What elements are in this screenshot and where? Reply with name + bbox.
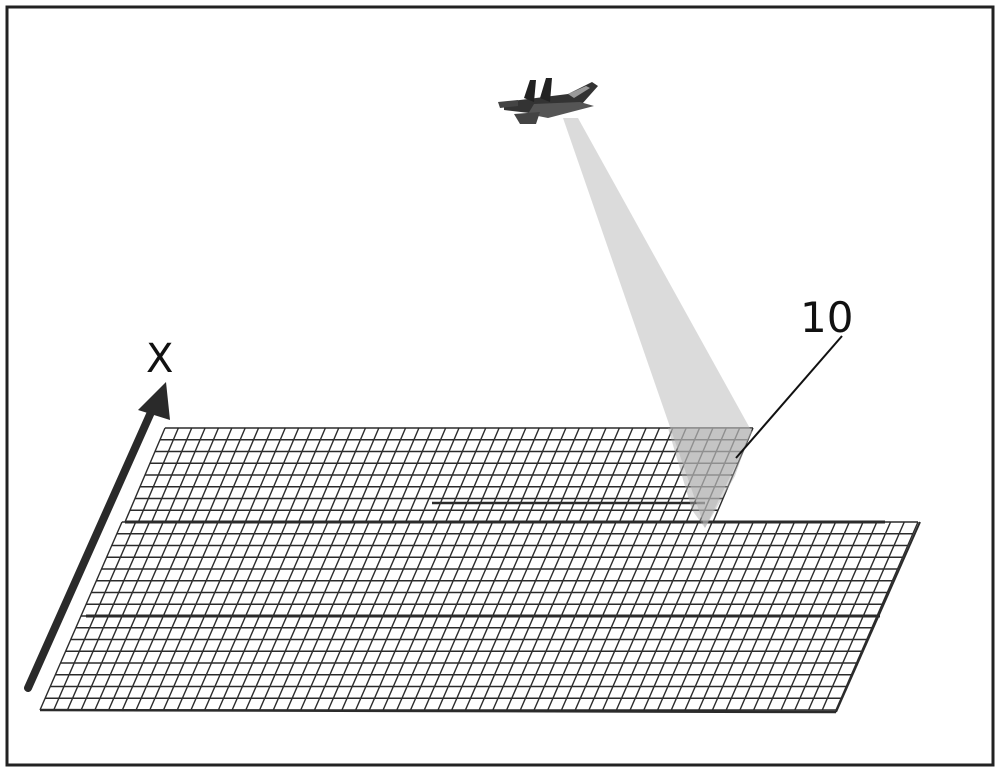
reference-numeral: 10 — [800, 293, 853, 342]
axis-label-x: X — [146, 336, 173, 382]
